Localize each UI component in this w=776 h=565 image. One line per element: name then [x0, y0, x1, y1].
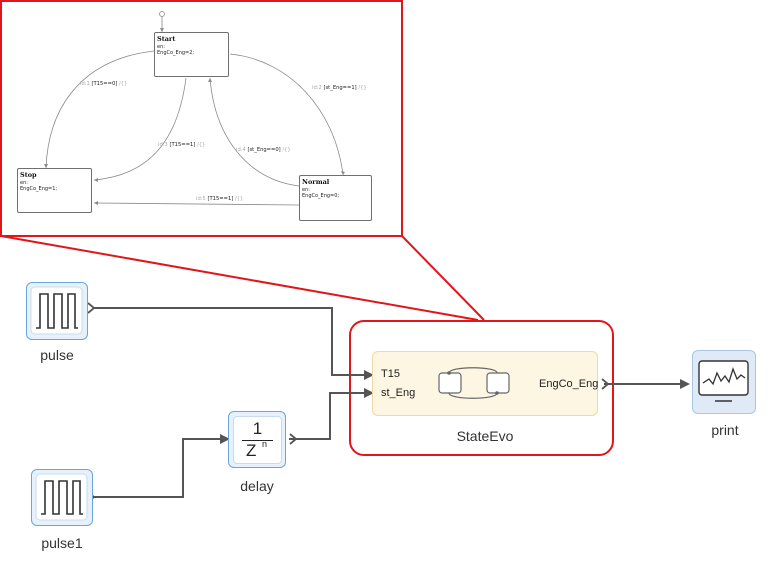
state-normal[interactable]: Normal en: EngCo_Eng=0;	[299, 175, 372, 221]
wire-delay-to-st-eng	[289, 392, 366, 440]
arrow-st-eng-input	[364, 388, 374, 398]
transition-normal-to-start[interactable]	[209, 77, 300, 187]
stateevo-output-port[interactable]	[601, 378, 610, 390]
stateevo-block[interactable]: T15 st_Eng EngCo_Eng	[372, 351, 598, 416]
arrow-into-stop-bottom	[94, 201, 98, 205]
arrow-into-stop	[44, 164, 48, 168]
delay-block-label: delay	[240, 478, 274, 494]
transition-label-stop-to-start: id:3 [T15==1] /{}	[158, 142, 206, 148]
state-stop[interactable]: Stop en: EngCo_Eng=1;	[17, 168, 92, 213]
transition-label-normal-to-stop: id:5 [T15==1] /{}	[196, 196, 244, 202]
state-normal-name: Normal	[302, 178, 330, 186]
arrow-t15-input	[364, 370, 374, 380]
zoom-callout-frame	[0, 0, 403, 237]
pulse-output-port[interactable]	[87, 302, 96, 314]
pulse1-block[interactable]	[31, 469, 93, 526]
pulse-wave-icon	[35, 473, 88, 521]
zoom-connector-right	[401, 235, 485, 321]
arrow-print-input	[680, 379, 690, 389]
state-normal-entry: en:	[302, 187, 310, 193]
pulse-block[interactable]	[26, 282, 88, 340]
state-start-entry: en:	[157, 44, 165, 50]
state-stop-action: EngCo_Eng=1;	[20, 186, 58, 192]
stateevo-block-label: StateEvo	[456, 428, 514, 444]
state-stop-entry: en:	[20, 180, 28, 186]
state-machine-icon	[438, 367, 510, 399]
state-start-name: Start	[157, 35, 176, 43]
wire-pulse-to-t15	[94, 307, 366, 376]
state-normal-action: EngCo_Eng=0;	[302, 193, 340, 199]
stateevo-output-engco-eng[interactable]: EngCo_Eng	[539, 378, 599, 390]
delay-numerator: 1	[252, 419, 263, 438]
print-block-label: print	[711, 422, 739, 438]
delay-output-port[interactable]	[289, 433, 298, 445]
arrow-into-normal	[341, 171, 345, 175]
transition-normal-to-stop[interactable]	[93, 202, 300, 206]
stateevo-highlight-frame	[349, 320, 614, 456]
stateevo-input-st-eng[interactable]: st_Eng	[381, 387, 416, 399]
transition-stop-to-start[interactable]	[93, 77, 187, 181]
print-block[interactable]	[692, 350, 756, 414]
default-transition-arrow	[160, 28, 164, 32]
transition-label-start-to-normal: id:2 [st_Eng==1] /{}	[312, 85, 367, 91]
unit-delay-icon: 1 Z n	[233, 416, 282, 464]
delay-denominator: Z	[246, 441, 257, 460]
pulse-wave-icon	[30, 286, 83, 335]
arrow-delay-input	[220, 434, 230, 444]
pulse1-block-label: pulse1	[41, 535, 83, 551]
arrow-into-start	[208, 78, 212, 82]
transition-label-start-to-stop: id:1 [T15==0] /{}	[80, 81, 128, 87]
stateevo-input-t15[interactable]: T15	[381, 368, 400, 380]
transition-start-to-normal[interactable]	[229, 53, 344, 176]
arrow-into-stop-side	[94, 178, 98, 182]
delay-exponent: n	[262, 439, 268, 449]
transition-start-to-stop[interactable]	[45, 50, 155, 169]
wire-pulse1-to-delay	[94, 438, 222, 498]
state-start[interactable]: Start en: EngCo_Eng=2;	[154, 32, 229, 77]
zoom-connector-left	[0, 235, 479, 321]
state-start-action: EngCo_Eng=2;	[157, 50, 195, 56]
delay-fraction-bar	[242, 440, 273, 441]
transition-label-normal-to-start: id:4 [st_Eng==0] /{}	[236, 147, 291, 153]
state-stop-name: Stop	[20, 171, 37, 179]
initial-state-marker	[159, 11, 165, 17]
delay-block[interactable]: 1 Z n	[228, 411, 286, 468]
scope-display-icon	[698, 360, 749, 402]
pulse-block-label: pulse	[40, 347, 74, 363]
